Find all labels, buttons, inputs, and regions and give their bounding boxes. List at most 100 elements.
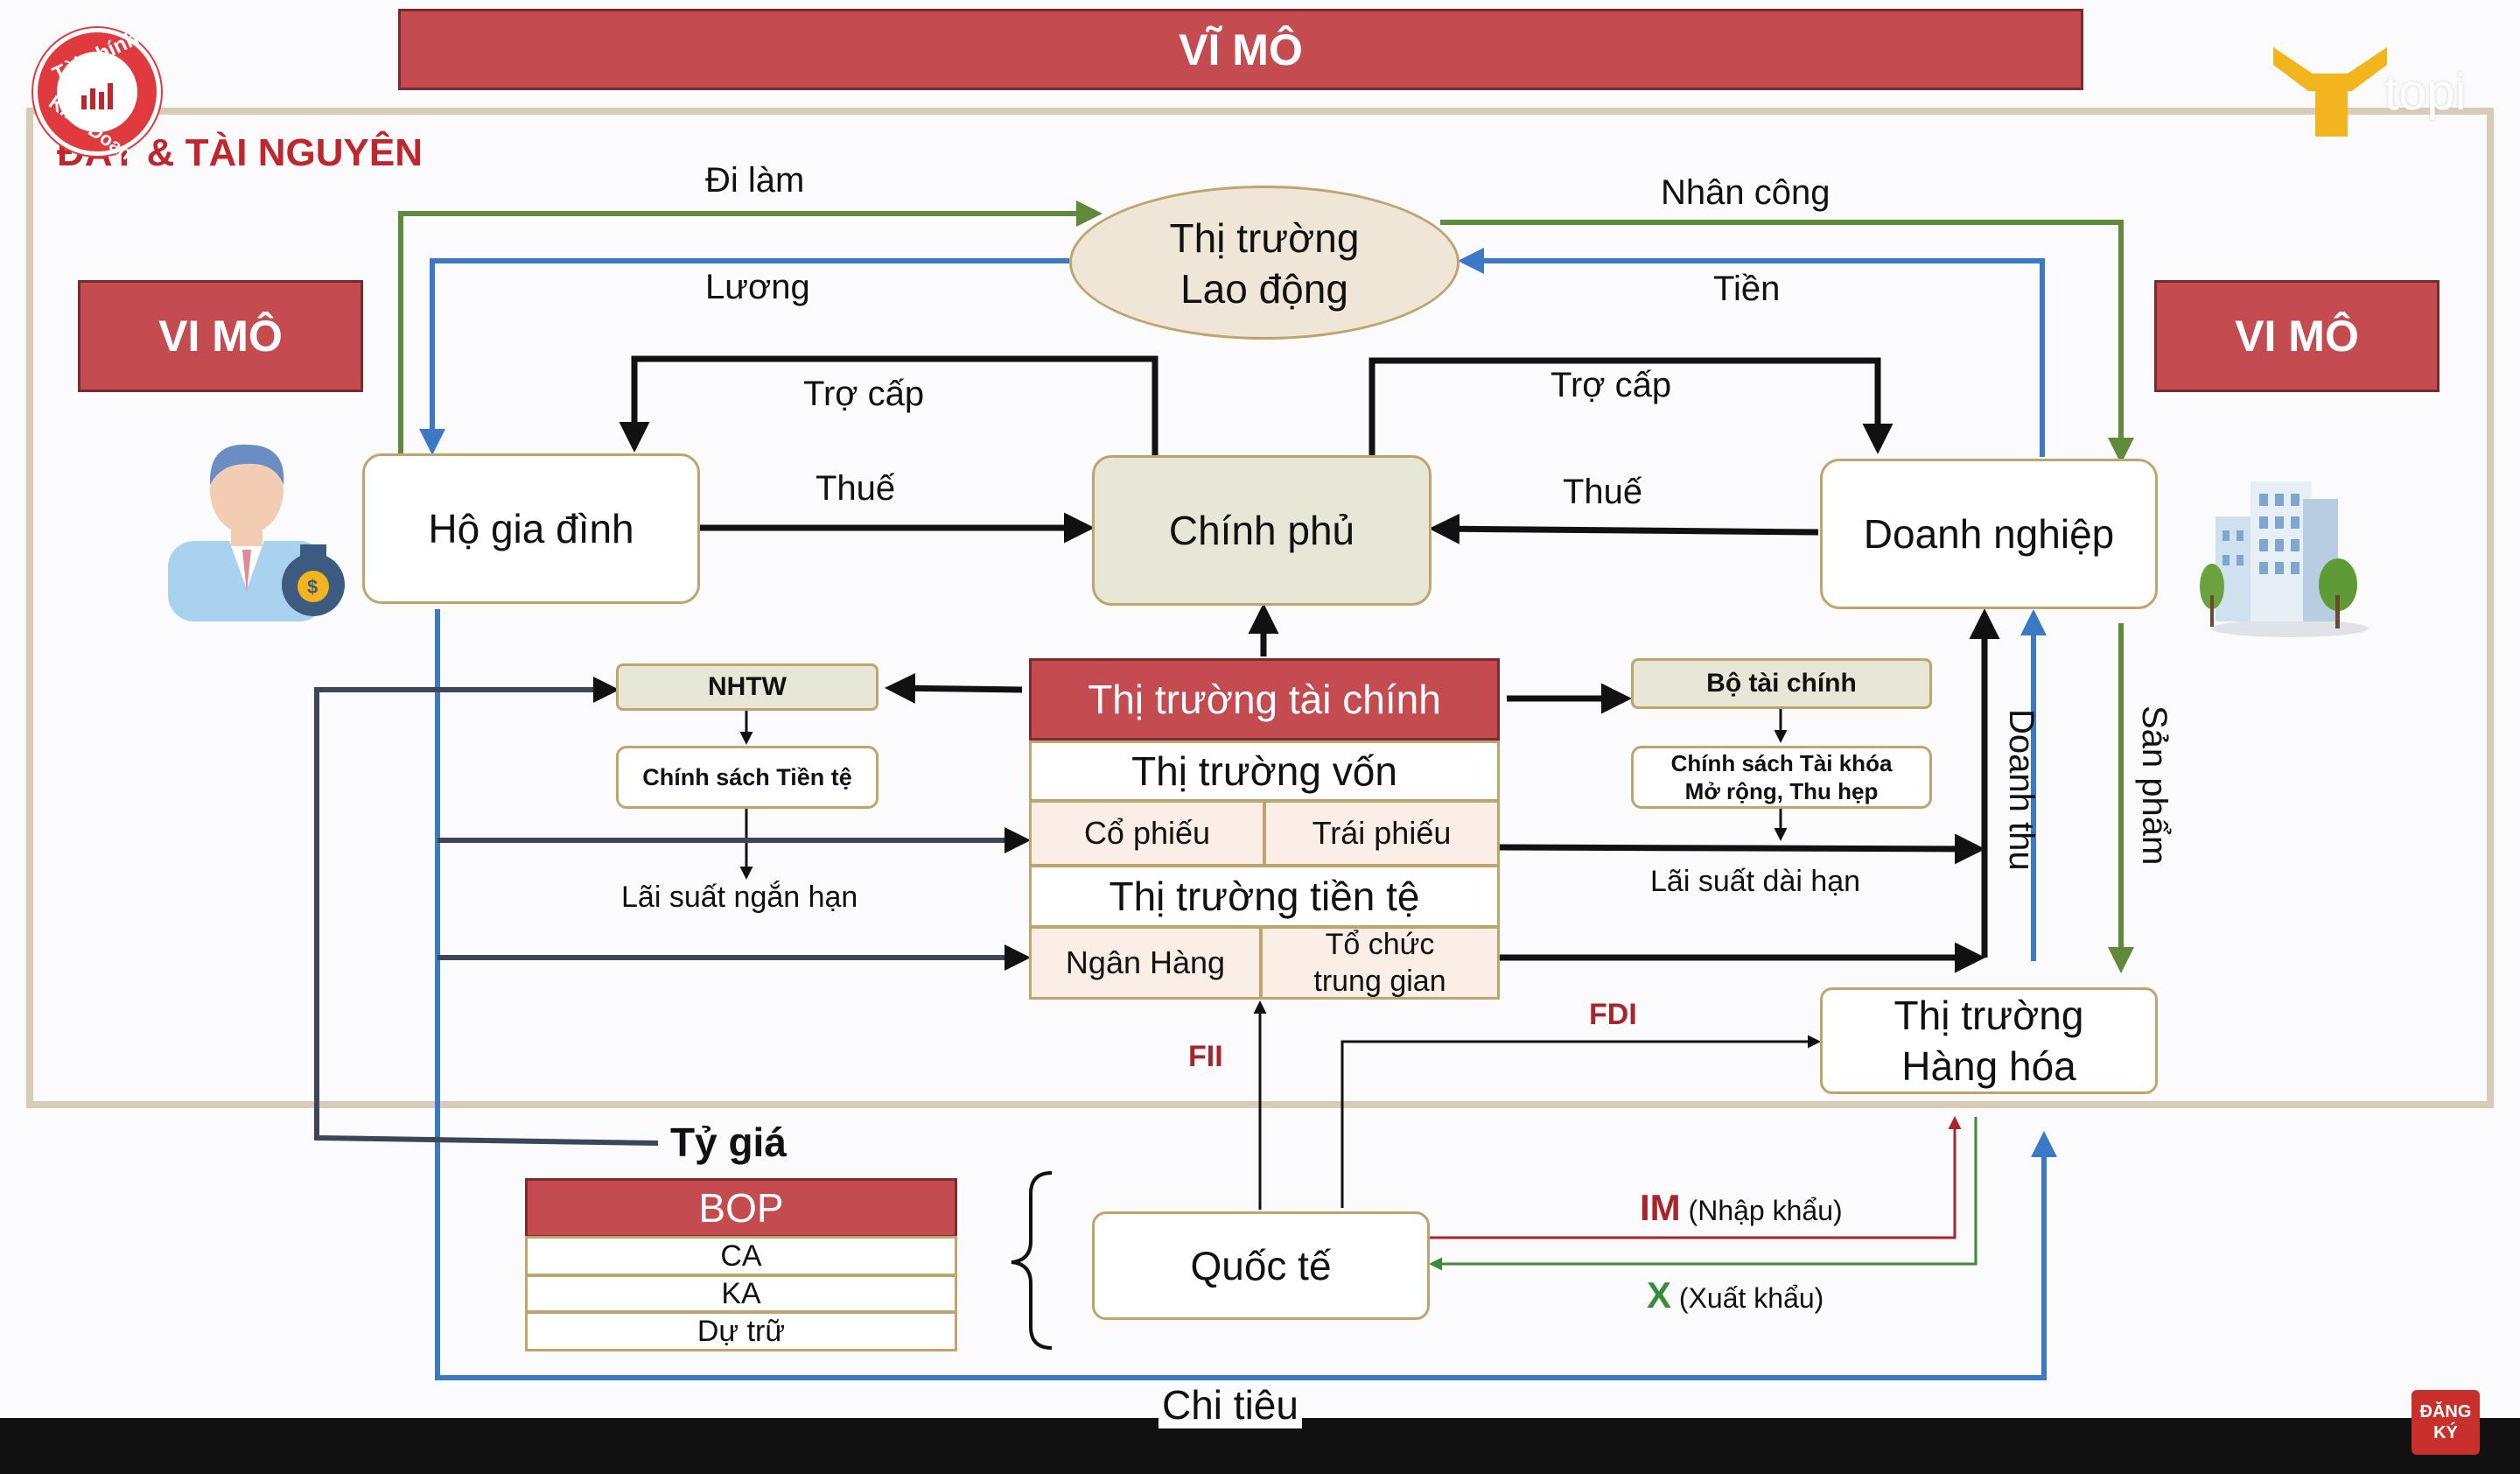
labor-market-line1: Thị trường	[1169, 215, 1360, 261]
arrow-spending	[435, 609, 2057, 1380]
bonds-cell: Trái phiếu	[1264, 800, 1500, 867]
money-market-cell: Thị trường tiền tệ	[1029, 865, 1500, 928]
label-money: Tiền	[1713, 270, 1781, 308]
brand-logo-icon	[2273, 47, 2387, 137]
household-label: Hộ gia đình	[428, 506, 634, 551]
bop-row-ka-label: KA	[721, 1276, 761, 1310]
bop-row-ka: KA	[525, 1274, 957, 1313]
label-export-text: (Xuất khẩu)	[1678, 1282, 1824, 1314]
bop-title: BOP	[698, 1185, 784, 1231]
banks-cell: Ngân Hàng	[1029, 926, 1262, 1000]
bop-row-ca-label: CA	[720, 1239, 762, 1273]
label-labor: Nhân công	[1661, 173, 1830, 212]
vi-mo-right-label: VI MÔ	[2235, 312, 2359, 361]
label-products: Sản phẩm	[2135, 705, 2174, 866]
nhtw-node: NHTW	[616, 663, 878, 711]
bop-table: BOP CA KA Dự trữ	[525, 1178, 957, 1351]
label-go-to-work: Đi làm	[705, 161, 805, 200]
fiscal-policy-node: Chính sách Tài khóa Mở rộng, Thu hẹp	[1631, 746, 1932, 809]
bonds-label: Trái phiếu	[1312, 815, 1452, 851]
header-title: VĨ MÔ	[1179, 25, 1303, 74]
label-subsidy-right: Trợ cấp	[1550, 366, 1672, 404]
fiscal-policy-line2: Mở rộng, Thu hẹp	[1684, 778, 1879, 804]
label-export: X (Xuất khẩu)	[1647, 1274, 1824, 1316]
goods-market-line1: Thị trường	[1894, 993, 2084, 1038]
label-import-text: (Nhập khẩu)	[1688, 1195, 1843, 1226]
arrow-exchange-rate	[314, 677, 659, 1146]
label-tax-left: Thuế	[816, 469, 896, 508]
logo-chart-icon	[81, 83, 113, 109]
stocks-label: Cổ phiếu	[1083, 815, 1211, 851]
international-node: Quốc tế	[1092, 1211, 1430, 1320]
bop-row-reserve-label: Dự trữ	[696, 1314, 786, 1348]
capital-market-cell: Thị trường vốn	[1029, 741, 1500, 802]
arrow-labor	[1440, 220, 2134, 464]
arrow-fin-to-nhtw	[885, 672, 1023, 704]
fiscal-policy-line1: Chính sách Tài khóa	[1670, 750, 1893, 776]
bop-brace	[1011, 1171, 1053, 1350]
arrow-capital-to-biz	[1499, 833, 1985, 865]
person-icon: $	[168, 444, 345, 621]
vi-mo-left-label: VI MÔ	[158, 312, 283, 361]
label-wages: Lương	[705, 268, 810, 306]
arrow-subsidy-right	[1368, 357, 1894, 455]
arrow-go-to-work	[398, 200, 1102, 455]
label-fdi: FDI	[1589, 998, 1637, 1031]
labor-market-node: Thị trường Lao động	[1069, 186, 1460, 340]
label-spending: Chi tiêu	[1158, 1381, 1302, 1428]
nhtw-label: NHTW	[708, 672, 787, 701]
arrow-tax-right	[1429, 513, 1819, 544]
logo: Tài chính Kinh Doanh	[33, 26, 161, 171]
fin-title: Thị trường tài chính	[1088, 677, 1441, 722]
capital-market-label: Thị trường vốn	[1131, 748, 1397, 794]
ministry-finance-node: Bộ tài chính	[1631, 658, 1932, 709]
arrow-import	[1430, 1116, 1962, 1239]
arrow-fdi	[1340, 1035, 1821, 1208]
arrow-money	[1458, 248, 2045, 457]
household-node: Hộ gia đình	[362, 453, 700, 604]
bop-row-reserve: Dự trữ	[525, 1311, 957, 1351]
financial-market-table: Thị trường tài chính Thị trường vốn Cổ p…	[1029, 658, 1500, 1000]
stocks-cell: Cổ phiếu	[1029, 800, 1265, 867]
brand-name: topi	[2384, 64, 2467, 121]
label-long-rate: Lãi suất dài hạn	[1650, 865, 1861, 898]
arrow-export	[1429, 1117, 1978, 1271]
subscribe-button[interactable]: ĐĂNG KÝ	[2412, 1390, 2480, 1455]
label-exchange-rate: Tỷ giá	[670, 1120, 787, 1165]
label-export-code: X	[1647, 1274, 1672, 1316]
label-short-rate: Lãi suất ngắn hạn	[621, 881, 858, 914]
label-import-code: IM	[1640, 1187, 1681, 1228]
svg-text:$: $	[307, 576, 318, 598]
building-icon	[2200, 481, 2369, 637]
header-banner: VĨ MÔ	[398, 9, 2083, 90]
intermediary-line1: Tổ chức	[1325, 928, 1435, 961]
international-label: Quốc tế	[1190, 1243, 1332, 1288]
banks-label: Ngân Hàng	[1065, 944, 1226, 980]
label-fii: FII	[1188, 1040, 1223, 1073]
arrow-wages	[419, 258, 1069, 455]
label-import: IM (Nhập khẩu)	[1640, 1187, 1843, 1229]
vi-mo-right: VI MÔ	[2154, 280, 2440, 392]
business-node: Doanh nghiệp	[1820, 459, 2158, 609]
monetary-policy-node: Chính sách Tiền tệ	[616, 746, 878, 809]
government-node: Chính phủ	[1092, 455, 1432, 606]
intermediary-line2: trung gian	[1313, 965, 1446, 998]
labor-market-line2: Lao động	[1180, 266, 1348, 312]
bop-row-ca: CA	[525, 1236, 957, 1276]
government-label: Chính phủ	[1168, 508, 1355, 553]
goods-market-node: Thị trường Hàng hóa	[1820, 987, 2158, 1094]
fin-title-cell: Thị trường tài chính	[1029, 658, 1500, 741]
label-revenue: Doanh thu	[2002, 709, 2040, 871]
bop-title-cell: BOP	[525, 1178, 957, 1238]
money-market-label: Thị trường tiền tệ	[1109, 874, 1420, 919]
vi-mo-left: VI MÔ	[78, 280, 363, 392]
monetary-policy-label: Chính sách Tiền tệ	[642, 763, 852, 790]
business-label: Doanh nghiệp	[1863, 511, 2115, 557]
label-subsidy-left: Trợ cấp	[803, 375, 925, 413]
subscribe-line2: KÝ	[2433, 1423, 2458, 1442]
ministry-finance-label: Bộ tài chính	[1706, 669, 1857, 698]
arrow-subsidy-left	[619, 355, 1158, 455]
intermediary-cell: Tổ chức trung gian	[1260, 926, 1500, 1000]
